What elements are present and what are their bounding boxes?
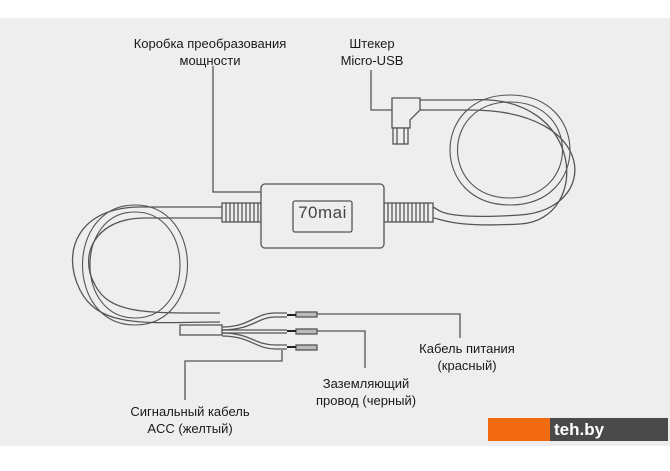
- strain-relief-left: [221, 202, 262, 223]
- label-line: Micro-USB: [340, 53, 404, 68]
- leader-ground: [317, 330, 366, 368]
- converter-box: [260, 183, 385, 249]
- micro-usb-label: Штекер Micro-USB: [341, 35, 404, 69]
- micro-usb-plug: [391, 97, 421, 129]
- label-line: мощности: [179, 53, 241, 68]
- acc-cable-label: Сигнальный кабель ACC (желтый): [130, 403, 249, 437]
- watermark-orange-block: [488, 418, 550, 441]
- watermark-text: teh.by: [550, 418, 668, 441]
- red-wire: [221, 312, 287, 328]
- label-line: ACC (желтый): [147, 421, 233, 436]
- ground-wire-label: Заземляющий провод (черный): [316, 375, 416, 409]
- power-cable-loop: [82, 204, 188, 326]
- label-line: Кабель питания: [419, 341, 515, 356]
- wire-terminal: [295, 344, 318, 351]
- cable-jacket: [179, 324, 223, 336]
- label-line: Штекер: [349, 36, 395, 51]
- watermark: teh.by: [488, 418, 668, 441]
- label-line: (красный): [437, 358, 497, 373]
- usb-cable: [420, 109, 576, 218]
- converter-box-label: Коробка преобразования мощности: [134, 35, 287, 69]
- usb-cable-loop: [449, 94, 571, 206]
- label-line: провод (черный): [315, 393, 417, 408]
- strain-relief-right: [383, 202, 434, 223]
- leader-converter: [212, 66, 261, 193]
- yellow-wire: [221, 332, 287, 346]
- leader-acc: [184, 350, 283, 400]
- power-cable-label: Кабель питания (красный): [419, 340, 515, 374]
- label-line: Сигнальный кабель: [130, 404, 250, 419]
- black-wire: [222, 329, 287, 334]
- leader-power: [317, 313, 461, 338]
- leader-usb: [370, 70, 392, 111]
- power-cable: [71, 206, 222, 324]
- label-line: Коробка преобразования: [133, 36, 287, 51]
- wire-terminal: [295, 311, 318, 318]
- label-line: Заземляющий: [322, 376, 410, 391]
- device-logo: 70mai: [298, 203, 347, 222]
- logo-frame: [292, 200, 353, 233]
- wire-terminal: [295, 328, 318, 335]
